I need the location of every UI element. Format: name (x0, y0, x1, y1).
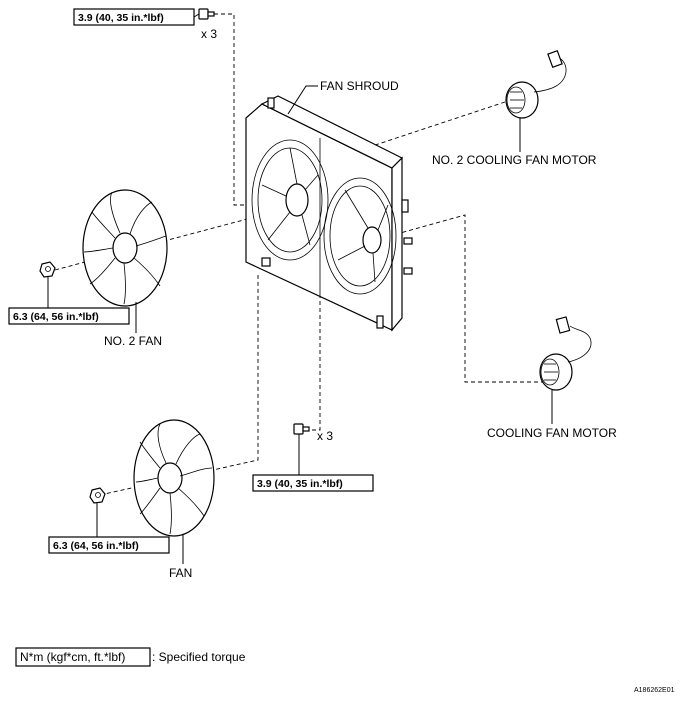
torque-top-leader (193, 13, 200, 18)
fan-shroud-label: FAN SHROUD (320, 79, 399, 93)
fan (133, 419, 215, 537)
mid-bolt-icon (293, 423, 310, 435)
top-bolt-icon (198, 8, 215, 20)
torque-box-top: 3.9 (40, 35 in.*lbf) (73, 8, 195, 26)
fan-nut-icon (89, 487, 106, 504)
legend-description: : Specified torque (152, 650, 246, 664)
no2-fan (82, 189, 168, 307)
figure-code: A186262E01 (634, 687, 675, 694)
legend: N*m (kgf*cm, ft.*lbf) : Specified torque (15, 647, 246, 667)
torque-value-no2-fan: 6.3 (64, 56 in.*lbf) (13, 311, 99, 323)
torque-value-mid: 3.9 (40, 35 in.*lbf) (257, 478, 343, 490)
torque-box-fan: 6.3 (64, 56 in.*lbf) (48, 536, 170, 554)
fan-label: FAN (169, 566, 192, 580)
cooling-fan-motor (539, 316, 592, 391)
fan-shroud-leader (287, 85, 318, 115)
cooling-fan-motor-label: COOLING FAN MOTOR (487, 426, 617, 440)
torque-value-top: 3.9 (40, 35 in.*lbf) (78, 12, 164, 24)
no2-cooling-fan-motor (505, 49, 567, 119)
fan-shroud (245, 95, 413, 332)
multiplier-mid: x 3 (317, 429, 333, 443)
multiplier-top: x 3 (201, 27, 217, 41)
legend-unit-box: N*m (kgf*cm, ft.*lbf) (20, 650, 125, 664)
no2-fan-label: NO. 2 FAN (104, 334, 162, 348)
torque-box-no2-fan: 6.3 (64, 56 in.*lbf) (8, 307, 130, 325)
torque-box-mid: 3.9 (40, 35 in.*lbf) (252, 474, 374, 492)
no2-cooling-fan-motor-label: NO. 2 COOLING FAN MOTOR (432, 153, 597, 167)
no2-fan-nut-icon (39, 261, 56, 278)
torque-value-fan: 6.3 (64, 56 in.*lbf) (53, 540, 139, 552)
